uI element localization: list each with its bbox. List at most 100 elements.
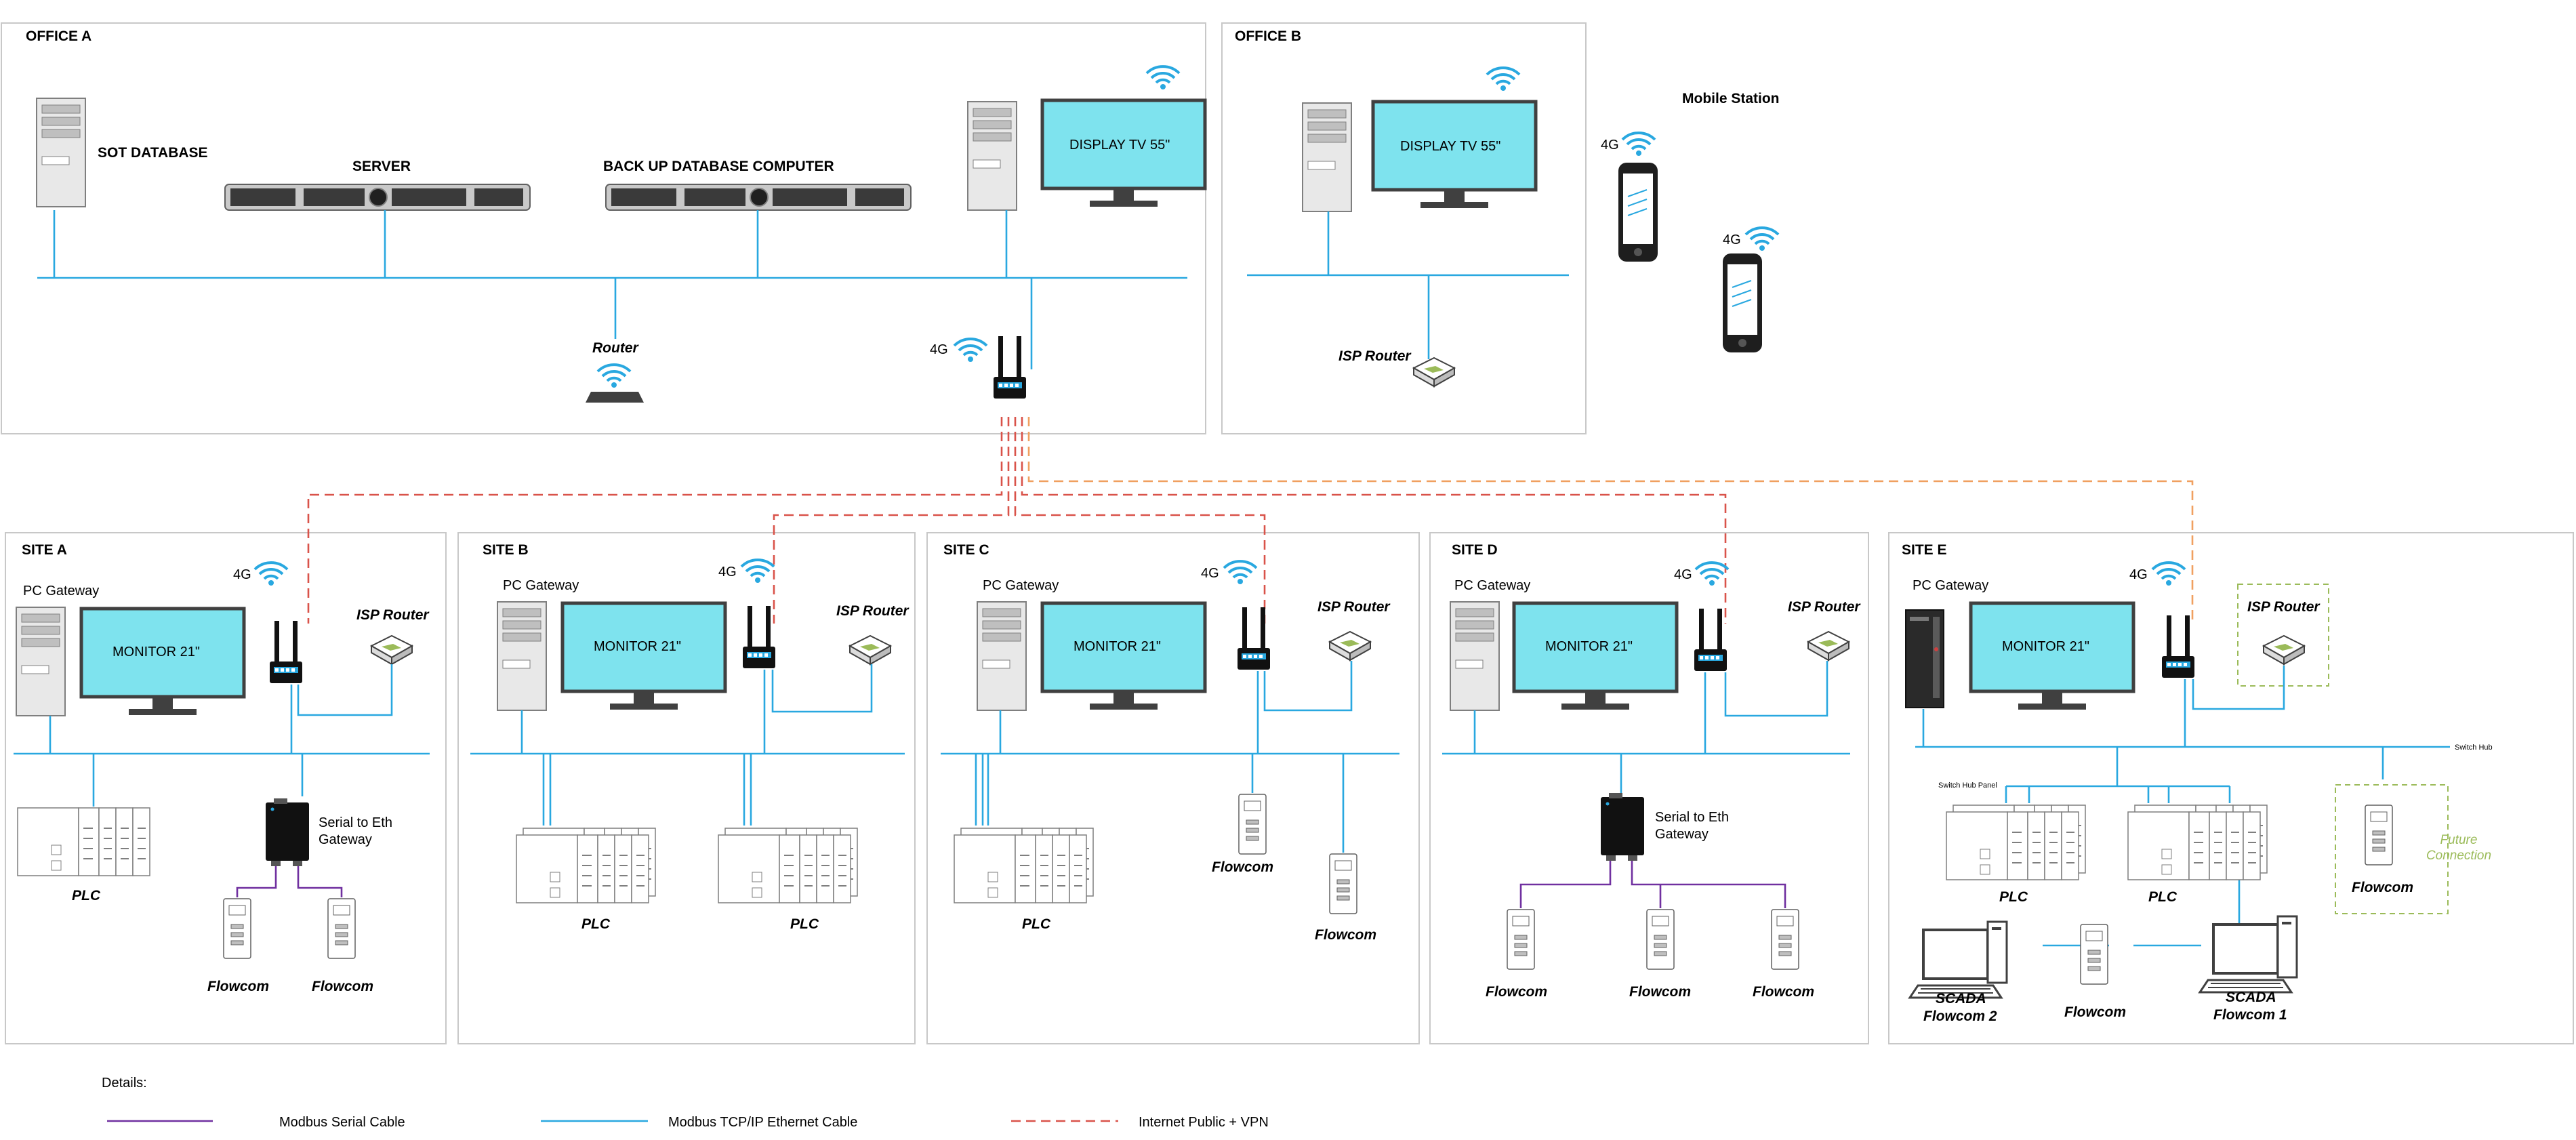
site-b-plc-2: [718, 834, 851, 903]
site-e-flowcom-mid-label: Flowcom: [2064, 1004, 2126, 1020]
site-c-flowcom-2-label: Flowcom: [1315, 927, 1376, 943]
site-e-flowcom-future-label: Flowcom: [2352, 880, 2413, 895]
site-d-pc-tower: [1450, 601, 1500, 711]
site-e-plc-2: [2127, 811, 2261, 880]
scada1-label-1: SCADA: [2226, 990, 2276, 1005]
scada2-label-2: Flowcom 2: [1923, 1009, 1997, 1024]
site-b-isp-router-label: ISP Router: [836, 603, 909, 619]
sot-database-tower: [36, 98, 86, 207]
site-d-flowcom-2: [1646, 909, 1675, 970]
site-d-isp-router-label: ISP Router: [1788, 599, 1861, 615]
site-e-pc-tower: [1905, 609, 1944, 708]
display-pc-tower: [967, 101, 1017, 211]
display-tv-office-b-label: DISPLAY TV 55": [1400, 139, 1500, 154]
site-d-flowcom-2-label: Flowcom: [1629, 984, 1691, 1000]
site-d-flowcom-3: [1771, 909, 1799, 970]
site-b-title: SITE B: [483, 542, 529, 558]
future-label-2: Connection: [2426, 849, 2491, 863]
site-b-plc-1: [516, 834, 649, 903]
router-label: Router: [592, 340, 639, 356]
wifi-icon: [1744, 226, 1780, 252]
backup-rack: [605, 184, 912, 211]
office-b-isp-router-label: ISP Router: [1338, 348, 1412, 364]
site-b-4g-label: 4G: [718, 565, 737, 579]
switch-hub-panel-label: Switch Hub Panel: [1938, 781, 1997, 790]
site-a-4g-label: 4G: [233, 567, 251, 582]
site-c-flowcom-1: [1238, 794, 1267, 855]
server-rack: [224, 184, 531, 211]
site-b-plc-1-label: PLC: [581, 916, 611, 932]
scada-flowcom-2-workstation: [1908, 920, 2008, 999]
site-c-pc-gateway-label: PC Gateway: [983, 578, 1059, 593]
site-c-plc: [954, 834, 1087, 903]
site-a-serial-gw-label-2: Gateway: [319, 832, 372, 847]
site-a-flowcom-1: [223, 898, 251, 959]
site-b-pc-tower: [497, 601, 547, 711]
site-d-pc-gateway-label: PC Gateway: [1454, 578, 1530, 593]
site-d-flowcom-1-label: Flowcom: [1486, 984, 1547, 1000]
site-c-plc-label: PLC: [1022, 916, 1051, 932]
office-a-box: [1, 22, 1206, 434]
site-a-pc-gateway-label: PC Gateway: [23, 584, 99, 598]
site-d-monitor-label: MONITOR 21": [1545, 639, 1633, 654]
site-e-monitor-label: MONITOR 21": [2002, 639, 2089, 654]
site-b-plc-2-label: PLC: [790, 916, 819, 932]
site-d-flowcom-1: [1507, 909, 1535, 970]
scada1-label-2: Flowcom 1: [2213, 1007, 2287, 1023]
site-a-serial-gateway: [266, 798, 309, 866]
site-c-isp-router-label: ISP Router: [1317, 599, 1391, 615]
site-c-flowcom-2: [1329, 853, 1357, 914]
legend-serial-label: Modbus Serial Cable: [279, 1115, 405, 1130]
future-label-1: Future: [2440, 833, 2478, 847]
site-a-plc: [17, 807, 150, 876]
site-c-flowcom-1-label: Flowcom: [1212, 859, 1273, 875]
site-e-plc-1-label: PLC: [1999, 889, 2028, 905]
site-b-pc-gateway-label: PC Gateway: [503, 578, 579, 593]
site-a-pc-tower: [16, 607, 66, 716]
site-a-plc-label: PLC: [72, 888, 101, 903]
office-a-title: OFFICE A: [26, 28, 91, 44]
sot-database-label: SOT DATABASE: [98, 145, 208, 161]
site-a-flowcom-2-label: Flowcom: [312, 979, 373, 994]
mobile-4g-label-2: 4G: [1723, 232, 1741, 247]
site-e-4g-label: 4G: [2129, 567, 2148, 582]
mobile-station-title: Mobile Station: [1682, 91, 1780, 106]
office-b-title: OFFICE B: [1235, 28, 1301, 44]
site-c-pc-tower: [977, 601, 1027, 711]
router-icon: [586, 392, 644, 403]
future-connection-frame: [2335, 784, 2449, 914]
site-e-plc-2-label: PLC: [2148, 889, 2178, 905]
mobile-4g-label-1: 4G: [1601, 138, 1619, 152]
site-d-serial-gw-label: Serial to Eth: [1655, 810, 1729, 825]
site-a-monitor-label: MONITOR 21": [113, 645, 200, 659]
site-e-title: SITE E: [1902, 542, 1947, 558]
display-tv-office-a-label: DISPLAY TV 55": [1069, 138, 1170, 152]
switch-hub-label: Switch Hub: [2455, 744, 2493, 752]
site-d-flowcom-3-label: Flowcom: [1753, 984, 1814, 1000]
legend-title: Details:: [102, 1076, 147, 1091]
site-c-monitor-label: MONITOR 21": [1074, 639, 1161, 654]
site-a-isp-router-label: ISP Router: [356, 607, 430, 623]
backup-label: BACK UP DATABASE COMPUTER: [603, 159, 834, 174]
site-d-serial-gateway: [1601, 793, 1644, 861]
site-e-flowcom-future: [2365, 805, 2393, 866]
office-a-4g-label: 4G: [930, 342, 948, 357]
server-label: SERVER: [352, 159, 411, 174]
legend-vpn-label: Internet Public + VPN: [1139, 1115, 1269, 1130]
site-c-4g-label: 4G: [1201, 566, 1219, 581]
site-a-title: SITE A: [22, 542, 67, 558]
scada-flowcom-1-workstation: [2199, 915, 2298, 994]
office-b-box: [1221, 22, 1587, 434]
wifi-icon: [1621, 131, 1656, 157]
site-c-title: SITE C: [943, 542, 989, 558]
site-d-serial-gw-label-2: Gateway: [1655, 827, 1709, 842]
site-e-flowcom-mid: [2080, 924, 2108, 985]
mobile-phone-1: [1618, 162, 1658, 262]
mobile-phone-2: [1722, 253, 1763, 353]
site-a-flowcom-2: [327, 898, 356, 959]
site-a-serial-gw-label: Serial to Eth: [319, 815, 392, 830]
site-d-4g-label: 4G: [1674, 567, 1692, 582]
site-d-title: SITE D: [1452, 542, 1498, 558]
vpn-links: [307, 417, 2194, 624]
